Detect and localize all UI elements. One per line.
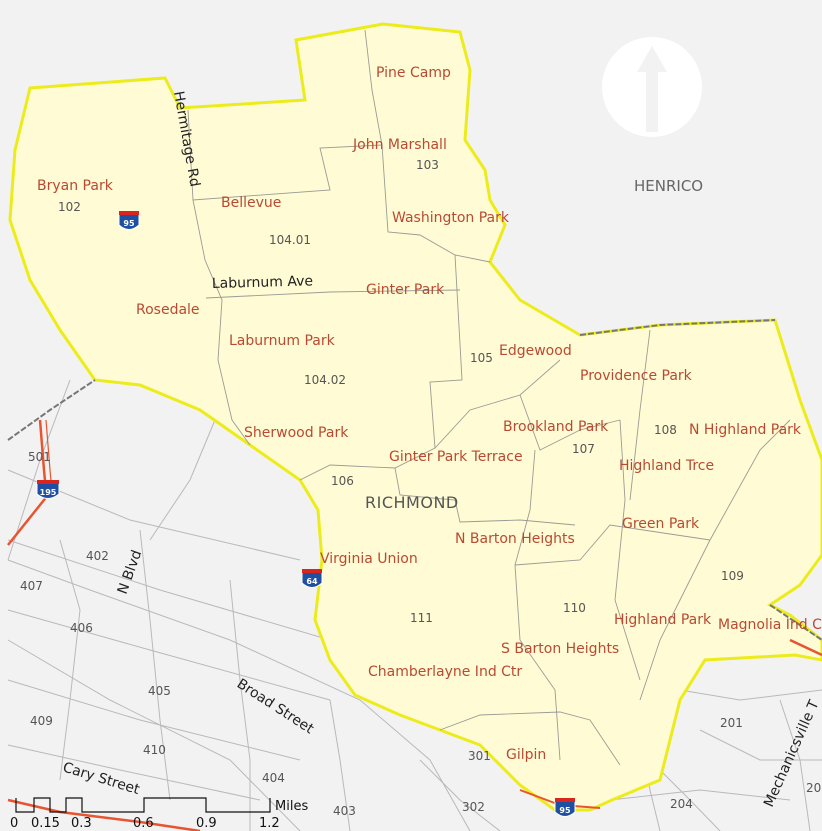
tract-label: 406 (70, 621, 93, 635)
tract-label: 404 (262, 771, 285, 785)
tract-labels: 103 102 104.01 104.02 105 106 107 108 10… (20, 158, 821, 818)
neighborhood-label[interactable]: John Marshall (352, 137, 447, 153)
tract-label: 105 (470, 351, 493, 365)
neighborhood-label[interactable]: Highland Trce (619, 458, 714, 474)
scale-unit: Miles (275, 799, 308, 814)
neighborhood-label[interactable]: Ginter Park (366, 282, 445, 298)
tract-label: 20 (806, 781, 821, 795)
background-tract-lines (7, 379, 822, 831)
north-arrow-icon (602, 37, 702, 137)
interstate-64-label: 64 (306, 577, 318, 586)
neighborhood-label[interactable]: Gilpin (506, 747, 546, 763)
tract-label: 106 (331, 474, 354, 488)
neighborhood-label[interactable]: Highland Park (614, 612, 712, 628)
tract-label: 201 (720, 716, 743, 730)
tract-label: 111 (410, 611, 433, 625)
interstate-195-label: 195 (40, 488, 57, 497)
neighborhood-label[interactable]: Magnolia Ind C (718, 617, 822, 633)
tract-label: 402 (86, 549, 109, 563)
city-label: RICHMOND (365, 493, 459, 512)
tract-label: 302 (462, 800, 485, 814)
neighborhood-label[interactable]: Rosedale (136, 302, 200, 318)
neighborhood-label[interactable]: Green Park (622, 516, 700, 532)
street-label: Laburnum Ave (212, 273, 314, 292)
scale-tick: 1.2 (259, 816, 280, 831)
tract-label: 410 (143, 743, 166, 757)
interstate-shield-64: 64 (301, 569, 323, 588)
neighborhood-label[interactable]: Providence Park (580, 368, 693, 384)
scale-tick: 0.6 (133, 816, 154, 831)
county-label: HENRICO (634, 177, 703, 195)
interstate-95-south-label: 95 (559, 806, 571, 815)
neighborhood-label[interactable]: Washington Park (392, 210, 510, 226)
scale-tick: 0.9 (196, 816, 217, 831)
tract-label: 110 (563, 601, 586, 615)
tract-label: 104.02 (304, 373, 346, 387)
tract-label: 403 (333, 804, 356, 818)
tract-label: 109 (721, 569, 744, 583)
scale-tick: 0 (10, 816, 18, 831)
tract-label: 409 (30, 714, 53, 728)
neighborhood-label[interactable]: Edgewood (499, 343, 572, 359)
neighborhood-label[interactable]: N Barton Heights (455, 531, 575, 547)
neighborhood-labels: Pine Camp John Marshall Washington Park … (37, 65, 822, 763)
tract-label: 204 (670, 797, 693, 811)
scale-tick: 0.15 (31, 816, 60, 831)
tract-label: 104.01 (269, 233, 311, 247)
tract-label: 405 (148, 684, 171, 698)
tract-label: 102 (58, 200, 81, 214)
neighborhood-label[interactable]: Brookland Park (503, 419, 609, 435)
neighborhood-label[interactable]: Virginia Union (320, 551, 418, 567)
interstate-95-label: 95 (123, 219, 135, 228)
tract-label: 501 (28, 450, 51, 464)
neighborhood-label[interactable]: N Highland Park (689, 422, 802, 438)
neighborhood-label[interactable]: S Barton Heights (501, 641, 619, 657)
tract-label: 107 (572, 442, 595, 456)
interstate-shield-95-south: 95 (554, 798, 576, 817)
neighborhood-label[interactable]: Sherwood Park (244, 425, 349, 441)
neighborhood-label[interactable]: Bellevue (221, 195, 281, 211)
neighborhood-label[interactable]: Pine Camp (376, 65, 451, 81)
interstate-shield-95-north: 95 (118, 211, 140, 230)
neighborhood-label[interactable]: Bryan Park (37, 178, 114, 194)
interstate-shield-195: 195 (36, 480, 60, 499)
neighborhood-label[interactable]: Chamberlayne Ind Ctr (368, 664, 522, 680)
tract-label: 301 (468, 749, 491, 763)
neighborhood-label[interactable]: Ginter Park Terrace (389, 449, 523, 465)
tract-label: 407 (20, 579, 43, 593)
scale-tick: 0.3 (71, 816, 92, 831)
internal-tract-lines (187, 29, 791, 766)
tract-label: 108 (654, 423, 677, 437)
tract-label: 103 (416, 158, 439, 172)
scale-bar: 0 0.15 0.3 0.6 0.9 1.2 Miles (10, 797, 308, 831)
neighborhood-label[interactable]: Laburnum Park (229, 333, 336, 349)
